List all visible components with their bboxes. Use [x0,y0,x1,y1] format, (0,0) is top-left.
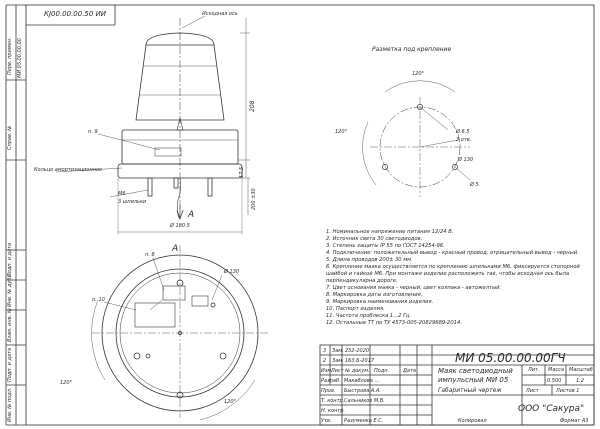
note-3: 3. Степень защиты IP 55 по ГОСТ 14254-96… [326,243,445,249]
note-9: 9. Маркировка наименования изделия. [326,299,434,305]
rev1-label: Зам. [332,348,344,354]
doc-code: МИ 05.00.00.00ГЧ [455,351,566,365]
beacon-side-view [55,15,250,235]
rev2-num: 2 [323,358,327,364]
note-6c: перпендикулярна дороге. [326,278,398,284]
rev1-num: 3 [323,348,327,354]
label-ring: Кольцо амортизационное [34,167,103,173]
label-m6-count: 3 шпильки [118,199,147,205]
scale-header: Масштаб [569,367,593,373]
name-3: Сальников М.В. [344,398,385,404]
mount-dia: Ø 130 [458,157,474,163]
note-11: 11. Частота проблеска 1...2 Гц. [326,313,412,319]
hdr-izm: Изм. [321,368,333,374]
rev2-label: Зам. [332,358,344,364]
note-6b: шайбой и гайкой М6. При монтаже изделие … [326,271,570,277]
format-label: Формат А3 [560,418,589,424]
note-7: 7. Цвет основания маяка - черный, цвет к… [326,285,502,291]
dim-view-dia: Ø 130 [224,269,240,275]
label-p10: п. 10 [92,297,105,303]
doc-stamp: КЈ00.00.00.50 ИИ [44,10,107,18]
mount-title: Разметка под крепление [372,46,452,53]
note-8: 8. Маркировка даты изготовления. [326,292,423,298]
dim-height: 208 [249,100,256,112]
drawing-frame [25,4,595,426]
mount-hole: Ø 6.5 [456,129,470,135]
note-2: 2. Источник света 30 светодиодов. [326,236,423,242]
scale-value: 1:2 [576,378,585,384]
note-1: 1. Номинальное напряжение питания 12/24 … [326,229,454,235]
mount-angle-top: 120° [412,71,425,77]
hdr-ndoc: № докум. [345,368,370,374]
strip-vzam-inv: Взам. инв. № [7,308,13,342]
beacon-bottom-view [91,245,268,421]
strip-perv-code: МИ 05.00.00.00 [17,38,23,78]
copied-label: Копировал [458,418,487,424]
dim-view-angle-b: 120° [224,399,237,405]
role-1: Разраб. [321,378,341,384]
lit-header: Лит. [528,367,540,373]
sheet-label: Лист [526,388,539,394]
note-10: 10. Паспорт изделия. [326,306,385,312]
dim-200: 200 ±30 [251,188,257,210]
rev1-doc: 232-2020 [345,348,370,354]
role-2: Пров. [321,388,336,394]
note-5: 5. Длина проводов 200± 30 мм. [326,257,413,263]
hdr-list: Лист [331,368,344,374]
note-12: 12. Остальные ТТ по ТУ 4573-005-20829689… [326,320,462,326]
mass-header: Масса [548,367,564,373]
label-p8: п. 8 [145,252,155,258]
strip-perv-primen: Перв. примен. [7,37,13,75]
dim-17-5: 17.5 [239,166,245,178]
doc-type: Габаритный чертеж [438,387,502,394]
name-5: Разуменко Е.С. [344,418,384,424]
name-1: Макаблова ... [344,378,380,384]
rev2-doc: 163.Б-2017 [345,358,375,364]
label-axis: Исходная ось [202,11,238,17]
mass-value: 0.500 [547,378,562,384]
view-label: А [172,244,179,254]
sheets-label: Листов 1 [556,388,580,394]
company-name: ООО "Сакура" [518,404,585,414]
label-p9: п. 9 [88,129,98,135]
label-m6: М6 [118,191,126,197]
view-mark: А [188,210,195,220]
mount-center: Ø 5 [470,182,479,188]
hdr-podp: Подп. [374,368,390,374]
strip-sprav: Справ. № [7,125,13,150]
name-2: Быстрова А.А. [344,388,381,394]
product-name-1: Маяк светодиодный [438,367,513,375]
role-4: Н. контр. [321,408,345,414]
role-3: Т. контр. [321,398,345,404]
product-name-2: импульсный МИ 05 [438,376,509,384]
hdr-data: Дата [403,368,416,374]
mounting-layout [362,80,471,197]
title-block [319,344,595,426]
strip-inv-podl: Инв. № подл. [7,387,13,423]
strip-podp-data-2: Подп. и дата [7,347,13,382]
strip-inv-dubl: Инв. № дубл. [7,272,13,307]
dim-view-angle-a: 120° [60,380,73,386]
note-6: 6. Крепление маяка осуществляется по кре… [326,264,580,270]
dim-diameter: Ø 180.5 [170,223,190,229]
mount-angle-left: 120° [335,129,348,135]
mount-hole-count: 3 отв. [456,137,472,143]
role-5: Утв. [321,418,332,424]
note-4: 4. Подключение: положительный вывод - кр… [326,250,579,256]
